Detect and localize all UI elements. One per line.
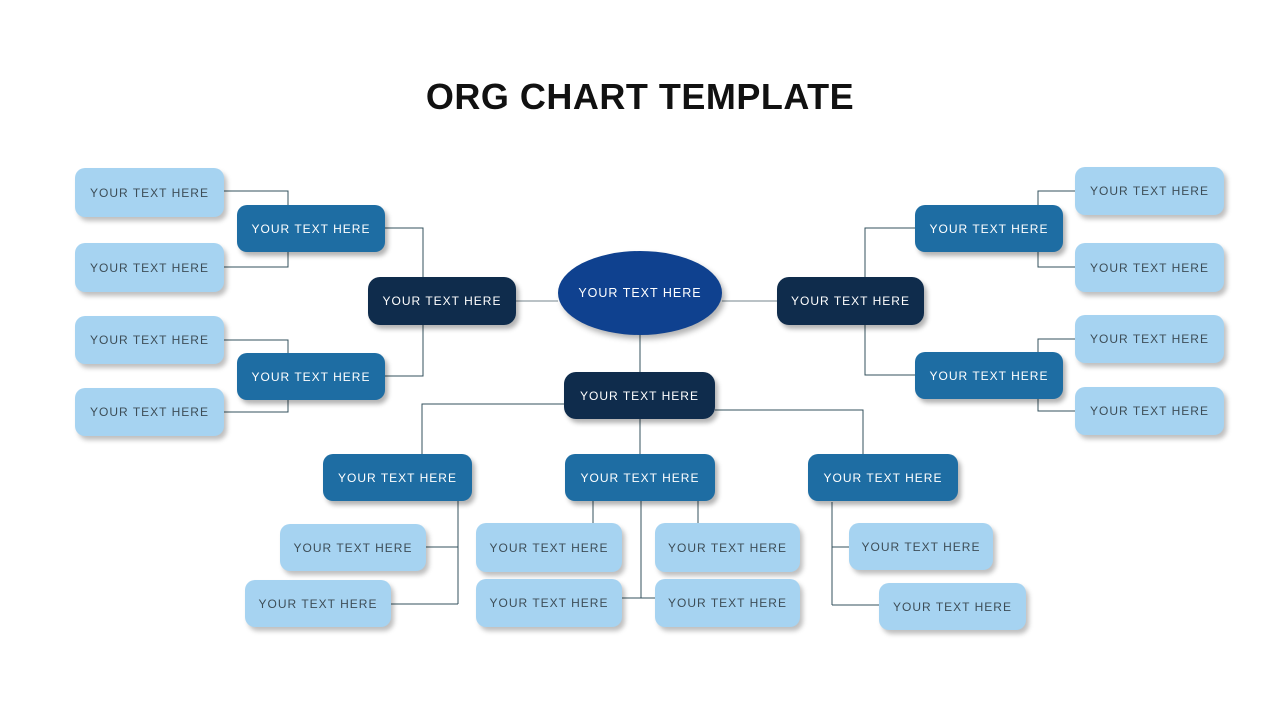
connector (224, 339, 289, 353)
node-bottom-mid-leaf-2: YOUR TEXT HERE (655, 523, 800, 572)
node-bottom-left-leaf-1: YOUR TEXT HERE (280, 524, 426, 571)
connector (864, 227, 915, 277)
node-right-head: YOUR TEXT HERE (777, 277, 924, 325)
connector (1037, 399, 1075, 412)
connector (1037, 252, 1075, 268)
node-right-manager-2: YOUR TEXT HERE (915, 352, 1063, 399)
connector (385, 325, 424, 377)
node-bottom-right-leaf-2: YOUR TEXT HERE (879, 583, 1026, 630)
node-left-leaf-3: YOUR TEXT HERE (75, 316, 224, 364)
node-right-leaf-2: YOUR TEXT HERE (1075, 243, 1224, 292)
node-bottom-manager-2: YOUR TEXT HERE (565, 454, 715, 501)
node-left-manager-1: YOUR TEXT HERE (237, 205, 385, 252)
connector (224, 190, 289, 205)
node-right-leaf-1: YOUR TEXT HERE (1075, 167, 1224, 215)
connector (421, 403, 564, 454)
node-right-leaf-3: YOUR TEXT HERE (1075, 315, 1224, 363)
node-right-leaf-4: YOUR TEXT HERE (1075, 387, 1224, 435)
connector (385, 227, 424, 277)
node-left-leaf-4: YOUR TEXT HERE (75, 388, 224, 436)
node-bottom-manager-3: YOUR TEXT HERE (808, 454, 958, 501)
connector (1037, 190, 1075, 205)
page-title: ORG CHART TEMPLATE (425, 76, 855, 117)
node-left-head: YOUR TEXT HERE (368, 277, 516, 325)
node-left-leaf-1: YOUR TEXT HERE (75, 168, 224, 217)
node-bottom-mid-leaf-4: YOUR TEXT HERE (655, 579, 800, 627)
node-root: YOUR TEXT HERE (558, 251, 722, 335)
node-left-manager-2: YOUR TEXT HERE (237, 353, 385, 400)
node-bottom-mid-leaf-1: YOUR TEXT HERE (476, 523, 622, 572)
connector (1037, 338, 1075, 352)
node-right-manager-1: YOUR TEXT HERE (915, 205, 1063, 252)
node-bottom-mid-leaf-3: YOUR TEXT HERE (476, 579, 622, 627)
node-bottom-right-leaf-1: YOUR TEXT HERE (849, 523, 993, 570)
node-left-leaf-2: YOUR TEXT HERE (75, 243, 224, 292)
node-bottom-left-leaf-2: YOUR TEXT HERE (245, 580, 391, 627)
node-bottom-manager-1: YOUR TEXT HERE (323, 454, 472, 501)
node-bottom-head: YOUR TEXT HERE (564, 372, 715, 419)
connector (715, 409, 864, 454)
connector (864, 325, 915, 376)
connector (224, 252, 289, 268)
connector (224, 400, 289, 413)
